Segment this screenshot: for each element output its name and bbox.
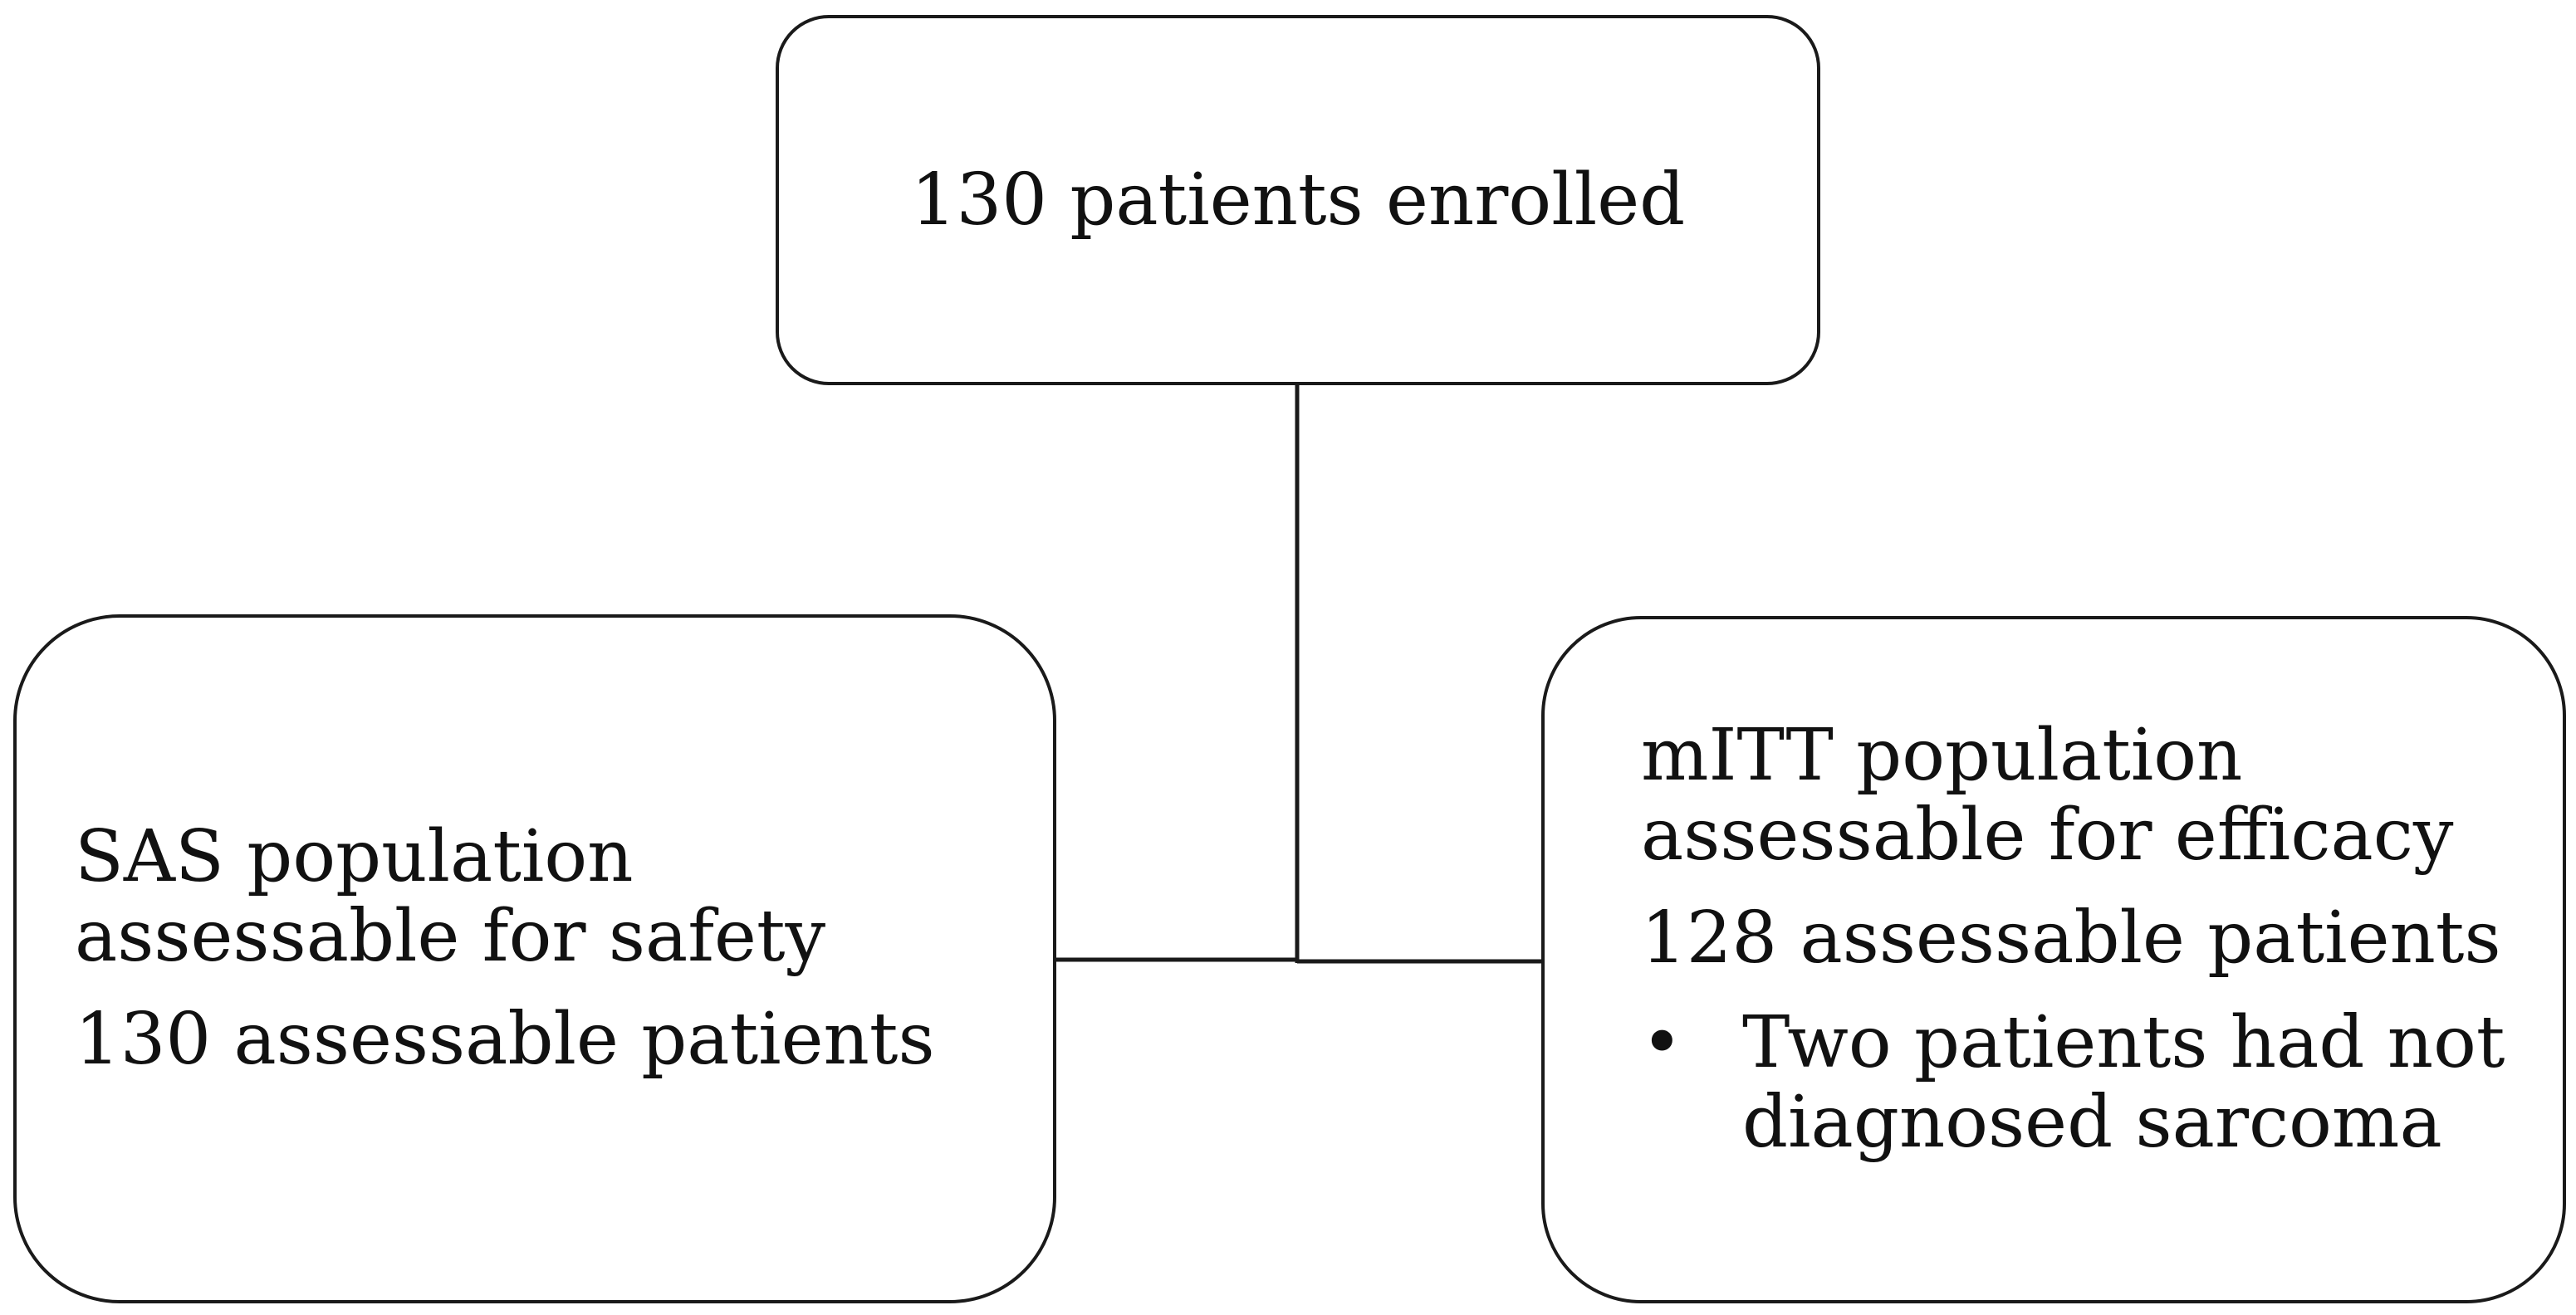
safety-population-content: SAS population assessable for safety 130…: [75, 817, 935, 1079]
safety-count: 130 assessable patients: [75, 998, 935, 1081]
enrolled-box: 130 patients enrolled: [776, 15, 1820, 385]
efficacy-title-line1: mITT population: [1641, 714, 2243, 797]
safety-title-line1: SAS population: [75, 815, 634, 898]
efficacy-note-line2: diagnosed sarcoma: [1742, 1081, 2442, 1164]
efficacy-population-content: mITT population assessable for efficacy …: [1641, 716, 2505, 1162]
efficacy-count: 128 assessable patients: [1641, 897, 2501, 980]
enrolled-text: 130 patients enrolled: [910, 159, 1686, 242]
efficacy-title-line2: assessable for efficacy: [1641, 794, 2454, 877]
efficacy-note-line1: Two patients had not: [1742, 1001, 2505, 1084]
safety-population-box: SAS population assessable for safety 130…: [13, 614, 1056, 1303]
efficacy-note: • Two patients had not diagnosed sarcoma: [1641, 1003, 2505, 1162]
bullet-icon: •: [1641, 1001, 1683, 1084]
efficacy-population-box: mITT population assessable for efficacy …: [1541, 616, 2566, 1303]
efficacy-note-text: Two patients had not diagnosed sarcoma: [1742, 1003, 2505, 1162]
safety-title-line2: assessable for safety: [75, 895, 826, 978]
